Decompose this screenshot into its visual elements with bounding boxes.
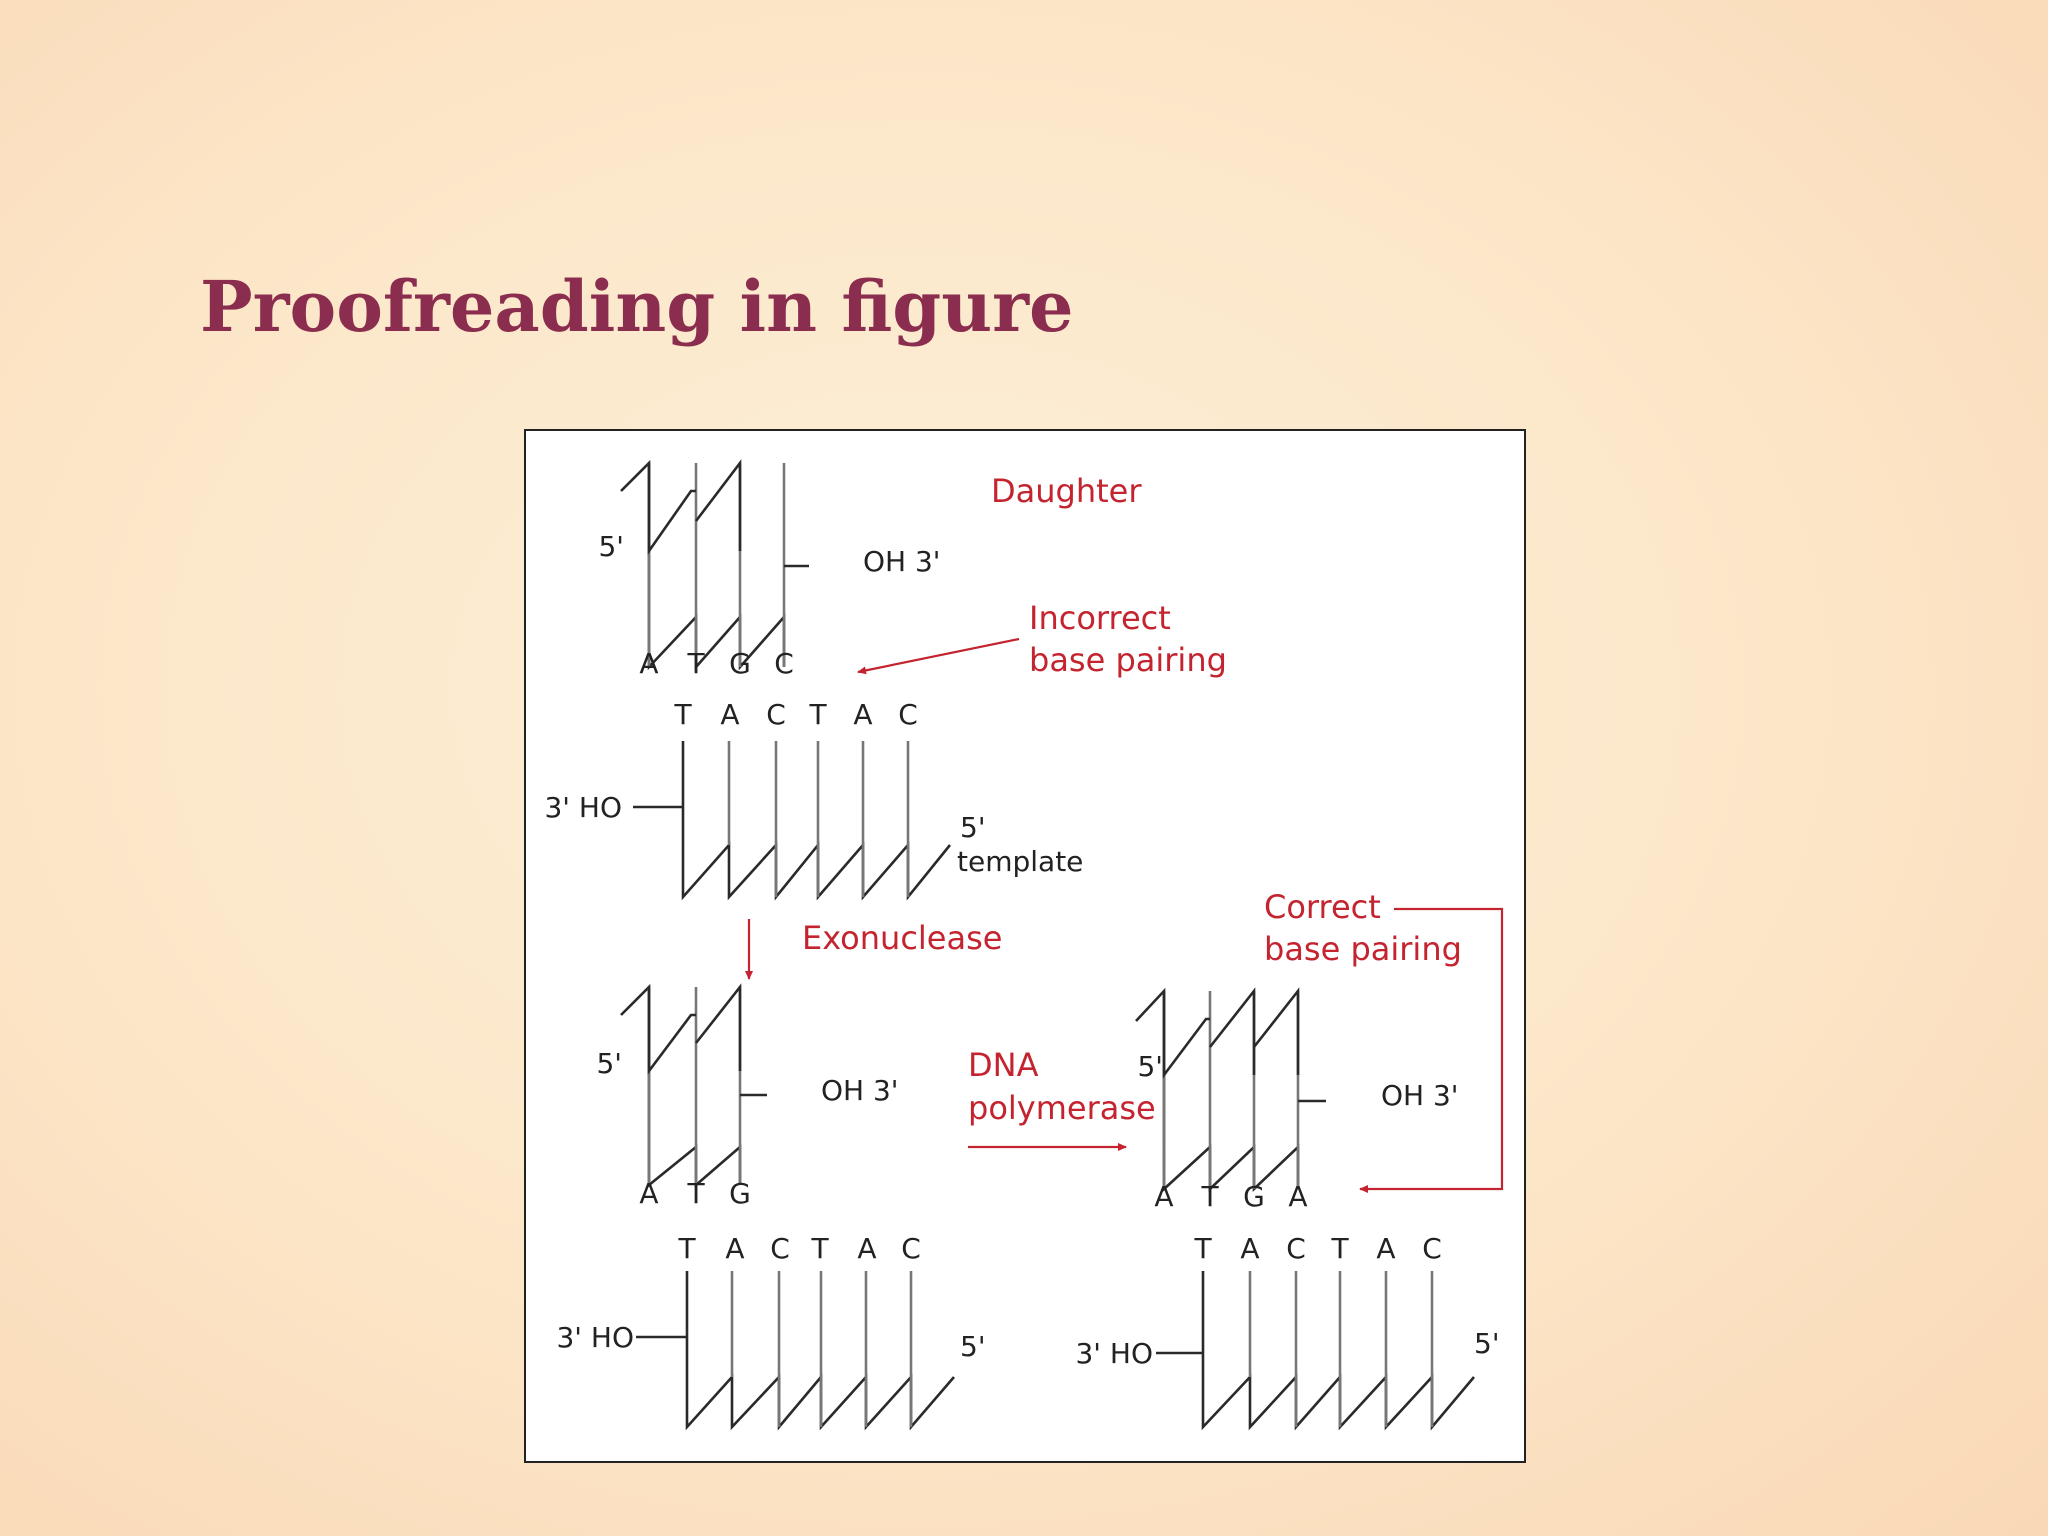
right-oh-three-prime-label: OH 3' bbox=[1381, 1079, 1459, 1112]
template-label: template bbox=[957, 845, 1083, 878]
mid-daughter-strand bbox=[620, 983, 767, 1188]
mid-three-prime-ho-label: 3' HO bbox=[556, 1321, 634, 1354]
daughter-label: Daughter bbox=[991, 472, 1142, 510]
base-letter: T bbox=[686, 647, 705, 680]
base-letter: T bbox=[673, 698, 692, 731]
correct-label-line2: base pairing bbox=[1264, 930, 1462, 968]
right-template-five-prime-label: 5' bbox=[1474, 1327, 1500, 1360]
top-daughter-bases: A T G C bbox=[639, 647, 793, 680]
mid-template-strand bbox=[636, 1271, 955, 1431]
top-three-prime-ho-label: 3' HO bbox=[544, 791, 622, 824]
base-letter: T bbox=[686, 1177, 705, 1210]
base-letter: A bbox=[639, 647, 658, 680]
base-letter: G bbox=[1243, 1180, 1265, 1213]
base-letter: C bbox=[1422, 1232, 1442, 1265]
correct-label-line1: Correct bbox=[1264, 888, 1381, 926]
mid-daughter-bases: A T G bbox=[639, 1177, 750, 1210]
base-letter: A bbox=[1288, 1180, 1307, 1213]
top-template-strand bbox=[633, 741, 952, 901]
base-letter: A bbox=[720, 698, 739, 731]
top-five-prime-label: 5' bbox=[598, 530, 624, 563]
base-letter: A bbox=[725, 1232, 744, 1265]
base-letter: C bbox=[898, 698, 918, 731]
base-letter: T bbox=[1193, 1232, 1212, 1265]
top-oh-three-prime-label: OH 3' bbox=[863, 545, 941, 578]
top-template-bases: T A C T A C bbox=[673, 698, 917, 731]
incorrect-pairing-arrow bbox=[857, 637, 1020, 675]
base-letter: A bbox=[1376, 1232, 1395, 1265]
correct-pairing-arrow bbox=[1359, 907, 1504, 1193]
top-daughter-strand bbox=[620, 459, 809, 671]
right-five-prime-label: 5' bbox=[1137, 1050, 1163, 1083]
proofreading-diagram: 5' OH 3' Daughter A T G C Incorrect base… bbox=[544, 459, 1504, 1431]
base-letter: T bbox=[808, 698, 827, 731]
base-letter: G bbox=[729, 1177, 751, 1210]
exonuclease-label: Exonuclease bbox=[802, 919, 1002, 957]
base-letter: C bbox=[774, 647, 794, 680]
right-daughter-strand bbox=[1135, 987, 1326, 1193]
base-letter: A bbox=[1154, 1180, 1173, 1213]
base-letter: G bbox=[729, 647, 751, 680]
base-letter: C bbox=[770, 1232, 790, 1265]
base-letter: T bbox=[810, 1232, 829, 1265]
base-letter: A bbox=[639, 1177, 658, 1210]
mid-five-prime-label: 5' bbox=[596, 1047, 622, 1080]
mid-template-five-prime-label: 5' bbox=[960, 1330, 986, 1363]
base-letter: T bbox=[1200, 1180, 1219, 1213]
incorrect-label-line2: base pairing bbox=[1029, 641, 1227, 679]
mid-oh-three-prime-label: OH 3' bbox=[821, 1074, 899, 1107]
base-letter: C bbox=[901, 1232, 921, 1265]
right-three-prime-ho-label: 3' HO bbox=[1075, 1337, 1153, 1370]
base-letter: A bbox=[853, 698, 872, 731]
mid-template-bases: T A C T A C bbox=[677, 1232, 920, 1265]
dna-polymerase-label-line2: polymerase bbox=[968, 1089, 1156, 1127]
base-letter: C bbox=[766, 698, 786, 731]
top-template-five-prime-label: 5' bbox=[960, 811, 986, 844]
right-daughter-bases: A T G A bbox=[1154, 1180, 1307, 1213]
slide-title: Proofreading in figure bbox=[200, 265, 1074, 348]
incorrect-label-line1: Incorrect bbox=[1029, 599, 1171, 637]
right-template-bases: T A C T A C bbox=[1193, 1232, 1441, 1265]
base-letter: A bbox=[1240, 1232, 1259, 1265]
dna-polymerase-label-line1: DNA bbox=[968, 1046, 1039, 1084]
base-letter: T bbox=[1330, 1232, 1349, 1265]
base-letter: A bbox=[857, 1232, 876, 1265]
proofreading-figure: 5' OH 3' Daughter A T G C Incorrect base… bbox=[524, 429, 1526, 1463]
base-letter: C bbox=[1286, 1232, 1306, 1265]
base-letter: T bbox=[677, 1232, 696, 1265]
right-template-strand bbox=[1156, 1271, 1475, 1431]
